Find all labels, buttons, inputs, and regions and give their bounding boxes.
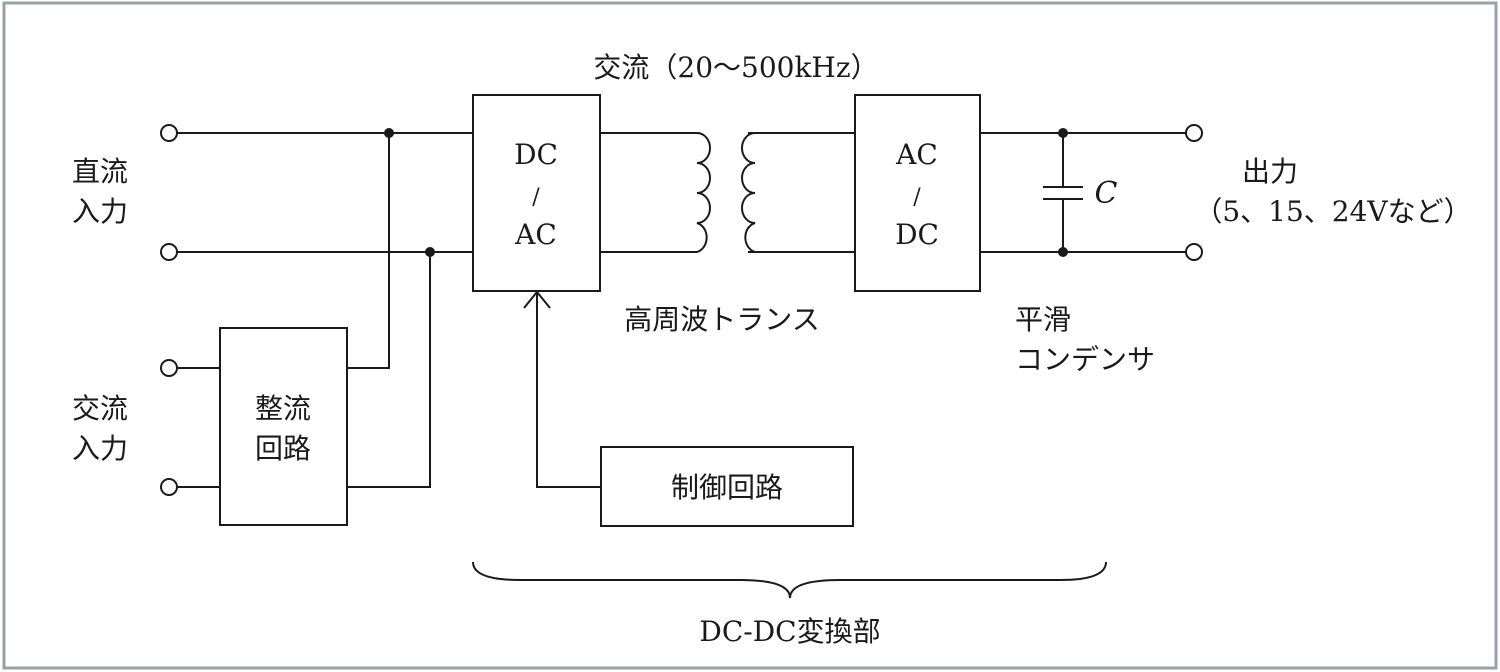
ac-input-label-line1: 交流 [72,392,128,425]
dc-input-label-line2: 入力 [72,195,128,228]
transformer-label: 高周波トランス [624,303,819,336]
dcac-label-line1: DC [514,138,558,171]
control-circuit-block [600,446,854,527]
junction-dot [384,128,394,138]
output-terminal [1185,243,1203,261]
rectifier-block [219,327,348,526]
smoothing-capacitor-label-line2: コンデンサ [1015,343,1155,376]
smoothing-capacitor-label-line1: 平滑 [1015,303,1071,336]
ac-input-terminal [160,359,178,377]
acdc-converter-block [854,94,981,292]
ac-frequency-label: 交流（20～500kHz） [593,51,878,84]
dcdc-section-label: DC-DC変換部 [699,615,880,648]
dcac-label-slash: / [532,185,540,210]
capacitor-symbol-label: C [1095,176,1118,211]
terminals [160,124,1203,496]
dc-input-terminal [160,243,178,261]
junction-dot [425,247,435,257]
dc-input-label-line1: 直流 [72,155,128,188]
high-frequency-transformer [696,132,756,253]
control-circuit-label: 制御回路 [671,471,783,504]
rectifier-label-line1: 整流 [255,392,311,425]
rectifier-negative-wire [347,252,431,488]
secondary-coil [741,132,756,253]
acdc-label-line2: DC [895,218,939,251]
junction-dot [1058,128,1068,138]
dc-input-terminal [160,124,178,142]
output-label-line1: 出力 [1242,155,1298,188]
wires [177,132,1186,488]
rectifier-positive-wire [347,133,390,369]
acdc-label-slash: / [913,185,921,210]
smoothing-capacitor-symbol [1043,186,1083,200]
dcac-label-line2: AC [514,218,557,251]
junctions [384,128,1068,257]
acdc-label-line1: AC [895,138,938,171]
dcdc-section-brace [472,561,1107,599]
ac-input-label-line2: 入力 [72,432,128,465]
output-terminal [1185,124,1203,142]
output-label-line2: （5、15、24Vなど） [1194,195,1471,228]
ac-input-terminal [160,478,178,496]
dcac-converter-block [472,94,601,292]
rectifier-label-line2: 回路 [255,432,311,465]
control-signal-wire [536,293,601,488]
primary-coil [696,132,711,253]
junction-dot [1058,247,1068,257]
